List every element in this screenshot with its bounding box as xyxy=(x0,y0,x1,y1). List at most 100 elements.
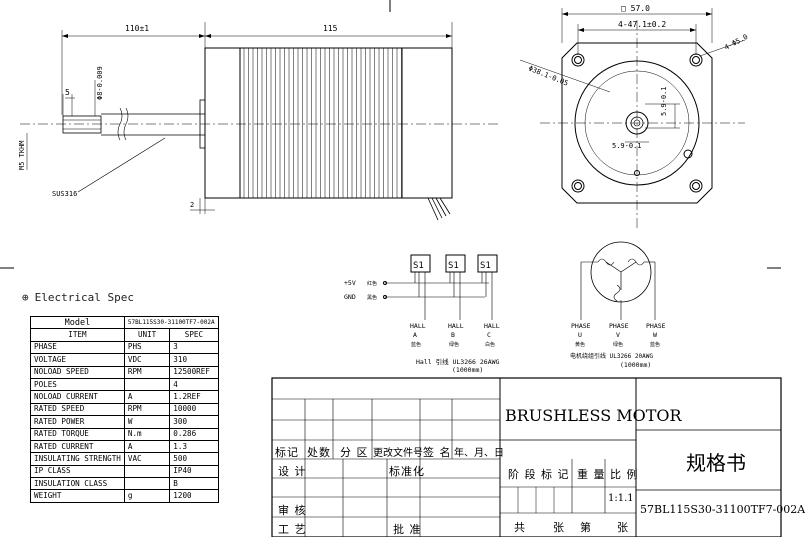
hall-c-name: HALL xyxy=(484,322,500,330)
hall-a-color: 蓝色 xyxy=(411,341,421,348)
dim-flat-v: 5.9-0.1 xyxy=(660,86,668,116)
spec-value: 1.2REF xyxy=(169,390,219,404)
tb-process: 工 艺 xyxy=(278,523,307,536)
spec-unit: A xyxy=(123,439,171,454)
dim-square: □ 57.0 xyxy=(621,4,650,13)
spec-unit: W xyxy=(123,415,171,429)
engineering-drawing: 110±1 115 5 Φ8-0.009 M5 TKHM SUS316 2 □ … xyxy=(0,0,782,537)
dim-body-length: 115 xyxy=(323,24,338,33)
spec-unit: VAC xyxy=(123,452,171,466)
product-title: BRUSHLESS MOTOR xyxy=(505,406,682,425)
gnd-color: 黑色 xyxy=(367,294,377,301)
spec-model-label: Model xyxy=(30,315,125,330)
tb-standard: 标准化 xyxy=(389,465,425,478)
dim-stud-width: 5 xyxy=(65,88,70,97)
spec-value: 310 xyxy=(169,353,219,367)
dim-screw: M5 TKHM xyxy=(18,140,26,170)
part-number: 57BL115S30-31100TF7-002A xyxy=(640,503,805,516)
dim-shaft-dia: Φ8-0.009 xyxy=(96,66,104,100)
tb-sign: 签 名 xyxy=(423,446,452,459)
tb-review: 审 核 xyxy=(278,504,307,517)
spec-unit: RPM xyxy=(123,402,171,417)
tb-sheets: 张 xyxy=(553,521,565,534)
spec-item: RATED SPEED xyxy=(30,402,125,417)
spec-item: PHASE xyxy=(30,340,125,355)
spec-unit: N.m xyxy=(123,427,171,441)
hall-a-letter: A xyxy=(413,331,417,339)
spec-value: 500 xyxy=(169,452,219,466)
spec-unit xyxy=(123,464,171,479)
sensor-label-b: S1 xyxy=(448,261,459,271)
tb-scale-label: 比 例 xyxy=(610,468,639,481)
spec-value: 1200 xyxy=(169,489,219,503)
electrical-spec-title: ⊕ Electrical Spec xyxy=(22,291,134,304)
spec-unit: g xyxy=(123,489,171,503)
spec-item: NOLOAD SPEED xyxy=(30,365,125,379)
tb-stage: 阶 段 标 记 xyxy=(508,468,570,481)
phase-cable-length: (1000mm) xyxy=(620,361,651,369)
tb-sheet-no: 第 xyxy=(580,521,592,534)
spec-item: INSULATING STRENGTH xyxy=(30,452,125,466)
spec-model-row: Model 57BL115S30-31100TF7-002A xyxy=(30,315,219,330)
electrical-spec-table: Model 57BL115S30-31100TF7-002A ITEM UNIT… xyxy=(30,315,219,503)
dim-pcd: Φ38.1-0.05 xyxy=(527,64,569,87)
dim-flange-offset: 2 xyxy=(190,201,194,209)
spec-col-unit: UNIT xyxy=(123,328,171,342)
vcc-label: +5V xyxy=(344,279,356,287)
phase-cable-spec: 电机绕组引线 UL3266 20AWG xyxy=(570,352,653,360)
spec-unit: VDC xyxy=(123,353,171,367)
globe-icon: ⊕ xyxy=(22,291,29,304)
phase-v-color: 绿色 xyxy=(613,341,623,348)
spec-value: 0.286 xyxy=(169,427,219,441)
spec-item: RATED TORQUE xyxy=(30,427,125,441)
spec-value: 12500REF xyxy=(169,365,219,379)
spec-value: 300 xyxy=(169,415,219,429)
spec-unit xyxy=(123,477,171,491)
spec-value: 1.3 xyxy=(169,439,219,454)
spec-item: INSULATION CLASS xyxy=(30,477,125,491)
phase-w-color: 蓝色 xyxy=(650,341,660,348)
spec-item: NOLOAD CURRENT xyxy=(30,390,125,404)
spec-row: INSULATION CLASS B xyxy=(30,477,219,491)
spec-col-spec: SPEC xyxy=(169,328,219,342)
dim-hole-spacing: 4-47.1±0.2 xyxy=(618,20,666,29)
spec-value: 4 xyxy=(169,377,219,392)
tb-count: 处数 xyxy=(307,446,331,459)
spec-unit: PHS xyxy=(123,340,171,355)
spec-value: 10000 xyxy=(169,402,219,417)
spec-col-item: ITEM xyxy=(30,328,125,342)
hall-b-name: HALL xyxy=(448,322,464,330)
tb-weight: 重 量 xyxy=(577,468,606,481)
spec-value: B xyxy=(169,477,219,491)
tb-scale-value: 1:1.1 xyxy=(608,493,634,504)
spec-item: VOLTAGE xyxy=(30,353,125,367)
spec-value: IP40 xyxy=(169,464,219,479)
phase-w-name: PHASE xyxy=(646,322,666,330)
tb-change-doc: 更改文件号 xyxy=(373,448,423,459)
spec-unit: A xyxy=(123,390,171,404)
hall-a-name: HALL xyxy=(410,322,426,330)
phase-u-color: 黄色 xyxy=(575,341,585,348)
hall-c-letter: C xyxy=(487,331,491,339)
phase-w-letter: W xyxy=(653,331,657,339)
phase-v-letter: V xyxy=(616,331,620,339)
tb-zone: 分 区 xyxy=(340,446,369,459)
dim-flat-h: 5.9-0.1 xyxy=(612,142,642,150)
hall-b-color: 绿色 xyxy=(449,341,459,348)
spec-model-value: 57BL115S30-31100TF7-002A xyxy=(123,315,219,330)
spec-value: 3 xyxy=(169,340,219,355)
electrical-spec-heading: Electrical Spec xyxy=(34,291,134,304)
document-title: 规格书 xyxy=(686,451,746,475)
spec-unit: RPM xyxy=(123,365,171,379)
